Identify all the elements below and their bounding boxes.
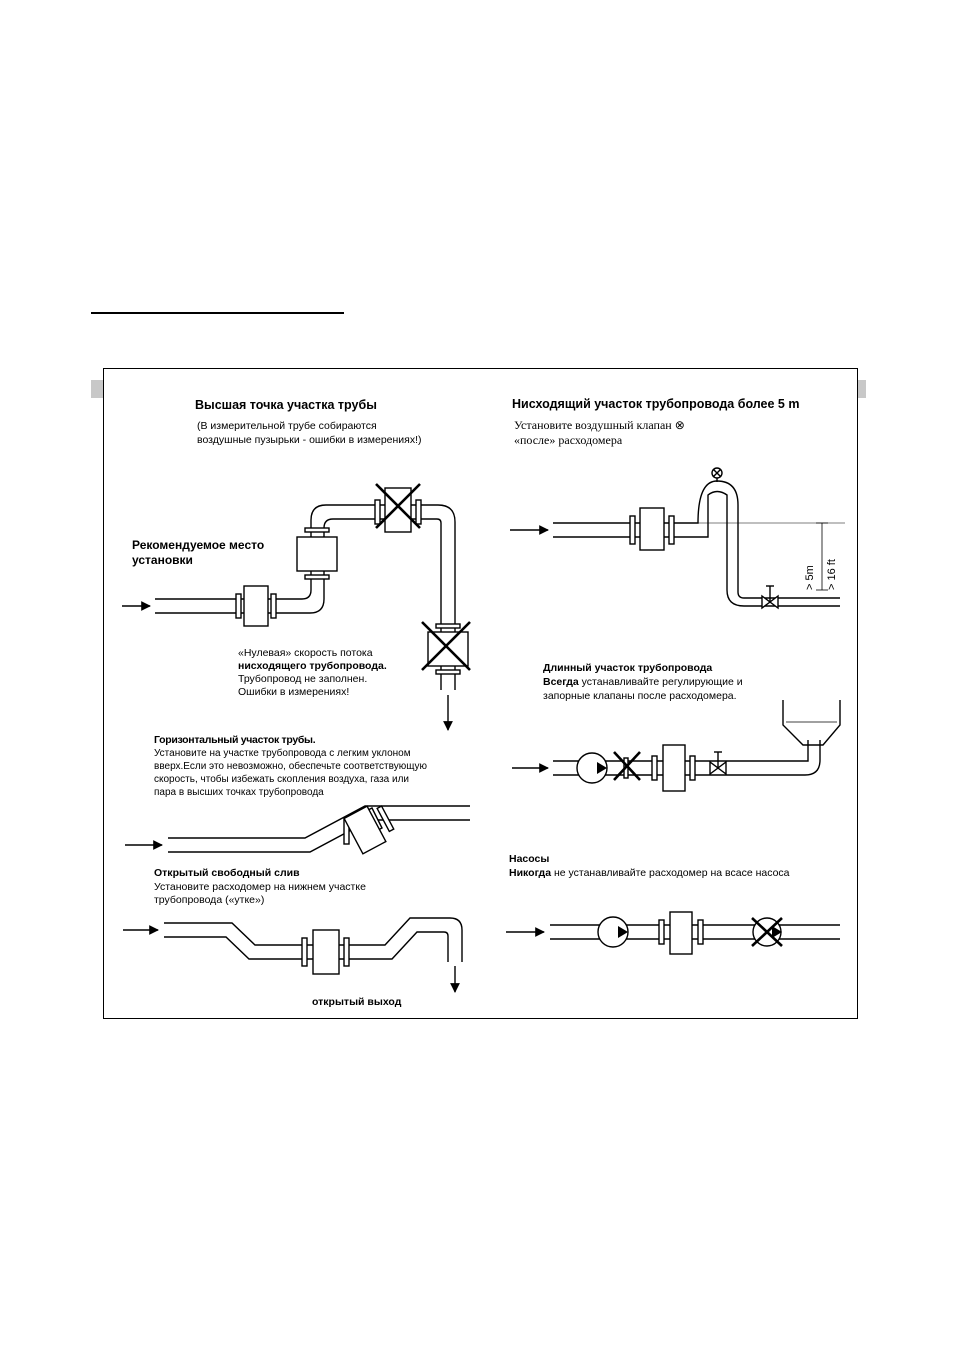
pumps-title: Насосы — [509, 853, 550, 865]
high-point-note: (В измерительной трубе собираются — [197, 420, 377, 432]
zero-velocity-note: Ошибки в измерениях! — [238, 686, 350, 698]
horizontal-title: Горизонтальный участок трубы. — [154, 734, 316, 746]
open-drain-note: трубопровода («утке») — [154, 894, 265, 906]
pumps-note: Никогда не устанавливайте расходомер на … — [509, 867, 790, 879]
horizontal-note: вверх.Если это невозможно, обеспечьте со… — [154, 761, 428, 772]
flowmeter — [343, 805, 387, 855]
flange — [235, 593, 242, 619]
flowmeter-rise — [296, 536, 338, 572]
dimension-16ft: > 16 ft — [826, 559, 838, 590]
flowmeter — [639, 507, 665, 551]
high-point-note: воздушные пузырьки - ошибки в измерениях… — [197, 434, 422, 446]
descending-diagram — [510, 467, 845, 610]
flowmeter — [312, 929, 340, 975]
recommended-label: установки — [132, 553, 193, 567]
header-rule — [91, 312, 344, 314]
descending-note: «после» расходомера — [514, 433, 623, 447]
descending-title: Нисходящий участок трубопровода более 5 … — [512, 397, 800, 411]
installation-figure — [103, 368, 858, 1019]
high-point-diagram — [122, 483, 471, 731]
flowmeter-wrong-top — [384, 487, 412, 533]
descending-note: Установите воздушный клапан ⊗ — [514, 418, 685, 432]
flowmeter-recommended — [243, 585, 269, 627]
pumps-diagram — [506, 911, 840, 955]
zero-velocity-note: Трубопровод не заполнен. — [238, 673, 368, 685]
dimension-5m: > 5m — [804, 565, 816, 590]
open-outlet-label: открытый выход — [312, 996, 402, 1008]
flowmeter — [669, 911, 693, 955]
recommended-label: Рекомендуемое место — [132, 538, 265, 552]
long-section-note: запорные клапаны после расходомера. — [543, 690, 737, 702]
open-drain-note: Установите расходомер на нижнем участке — [154, 881, 366, 893]
horizontal-diagram — [125, 805, 470, 855]
grey-bar-right — [856, 380, 866, 398]
zero-velocity-note: нисходящего трубопровода. — [238, 660, 387, 672]
horizontal-note: Установите на участке трубопровода с лег… — [154, 748, 411, 759]
zero-velocity-note: «Нулевая» скорость потока — [238, 647, 373, 659]
long-section-note: Всегда устанавливайте регулирующие и — [543, 676, 743, 688]
tank — [782, 700, 841, 746]
open-drain-title: Открытый свободный слив — [154, 867, 300, 879]
flange — [270, 593, 277, 619]
long-section-title: Длинный участок трубопровода — [543, 662, 713, 674]
horizontal-note: скорость, чтобы избежать скопления возду… — [154, 774, 409, 785]
high-point-title: Высшая точка участка трубы — [195, 398, 377, 412]
flowmeter — [662, 744, 686, 792]
open-drain-diagram — [123, 917, 463, 993]
grey-bar-left — [91, 380, 105, 398]
long-section-diagram — [512, 700, 841, 792]
horizontal-note: пара в высших точках трубопровода — [154, 787, 324, 798]
